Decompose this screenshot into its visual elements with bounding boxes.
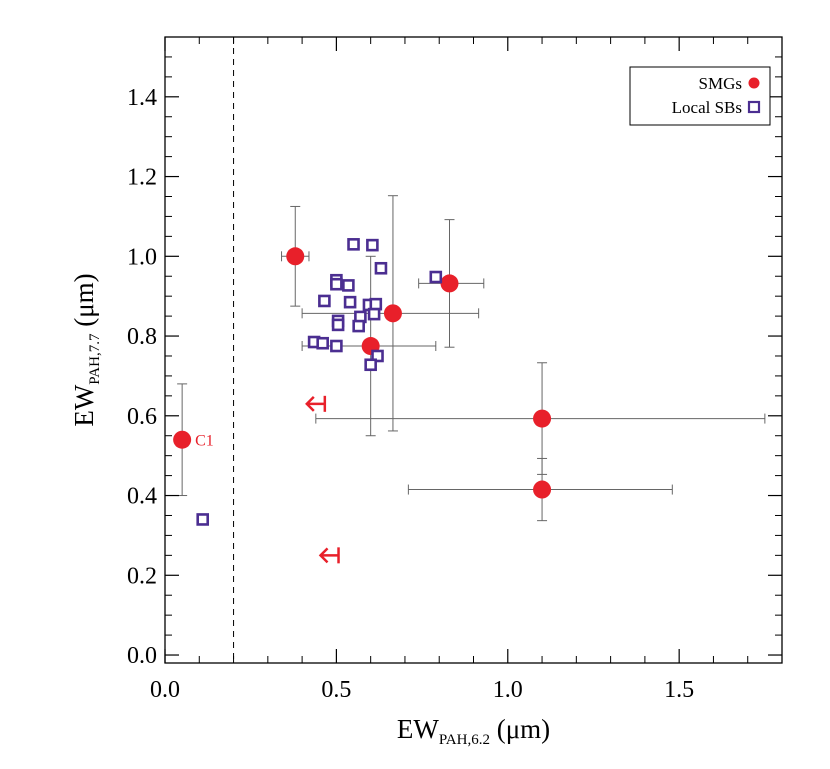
y-tick-label: 1.0 bbox=[127, 244, 157, 270]
x-tick-label: 0.5 bbox=[321, 677, 351, 703]
legend-marker-local-sb bbox=[747, 100, 761, 114]
smg-point bbox=[440, 274, 459, 293]
local-sb-point bbox=[196, 513, 210, 526]
local-sb-point bbox=[374, 261, 388, 275]
labels-layer: EWPAH,6.2 (μm)EWPAH,7.7 (μm)C1 bbox=[69, 273, 550, 748]
local-sb-point bbox=[331, 318, 345, 332]
y-tick-label: 0.6 bbox=[127, 404, 157, 430]
y-tick-label: 0.0 bbox=[127, 643, 157, 669]
y-axis-title-unit: (μm) bbox=[69, 273, 99, 333]
upper-limit-arrow bbox=[318, 547, 340, 564]
local-sb-point bbox=[352, 319, 365, 333]
smg-point bbox=[173, 430, 192, 449]
x-axis-title-unit: (μm) bbox=[490, 714, 550, 744]
local-sb-point bbox=[369, 297, 383, 311]
y-tick-label: 0.8 bbox=[127, 324, 157, 350]
legend-label: Local SBs bbox=[672, 98, 742, 117]
legend-label: SMGs bbox=[699, 74, 742, 93]
smg-point bbox=[533, 409, 552, 428]
x-axis-title-main: EW bbox=[397, 714, 439, 744]
y-tick-label: 0.4 bbox=[127, 484, 157, 510]
y-axis-title-main: EW bbox=[69, 384, 99, 426]
upper-limit-arrow bbox=[305, 395, 327, 412]
upper-limit-arrowhead bbox=[318, 547, 329, 564]
point-annotation: C1 bbox=[195, 433, 214, 450]
data-points-layer bbox=[173, 238, 552, 564]
local-sb-point bbox=[429, 270, 443, 284]
local-sb-point bbox=[343, 295, 357, 309]
local-sb-point bbox=[364, 358, 377, 372]
local-sb-point bbox=[366, 238, 379, 252]
local-sb-point bbox=[330, 277, 343, 291]
error-bars-layer bbox=[177, 195, 766, 522]
x-axis-title-subscript: PAH,6.2 bbox=[439, 732, 490, 748]
y-tick-label: 1.2 bbox=[127, 165, 157, 191]
legend-marker-smg bbox=[748, 77, 760, 89]
smg-point bbox=[533, 480, 552, 499]
local-sb-point bbox=[371, 349, 384, 363]
x-axis-title: EWPAH,6.2 (μm) bbox=[397, 714, 550, 748]
local-sb-point bbox=[367, 307, 381, 321]
local-sb-point bbox=[342, 279, 355, 292]
local-sb-point bbox=[316, 336, 329, 350]
local-sb-point bbox=[330, 339, 343, 353]
local-sb-point bbox=[318, 294, 331, 308]
y-axis-title-subscript: PAH,7.7 bbox=[87, 333, 103, 385]
y-axis-title: EWPAH,7.7 (μm) bbox=[69, 273, 103, 426]
upper-limit-arrowhead bbox=[305, 395, 315, 412]
plot-frame bbox=[164, 36, 783, 664]
axes-layer: 0.0 0.5 1.0 1.5 0.0 0.2 0.4 0.6 0.8 1.0 1.2 1.4 bbox=[127, 36, 783, 703]
smg-point bbox=[286, 247, 305, 266]
y-tick-label: 1.4 bbox=[127, 85, 157, 111]
x-tick-label: 1.0 bbox=[493, 677, 523, 703]
smg-point bbox=[383, 304, 402, 323]
x-tick-label: 1.5 bbox=[664, 677, 694, 703]
y-tick-label: 0.2 bbox=[127, 563, 157, 589]
legend-box bbox=[629, 66, 771, 126]
x-tick-label: 0.0 bbox=[150, 677, 180, 703]
local-sb-point bbox=[347, 238, 360, 251]
